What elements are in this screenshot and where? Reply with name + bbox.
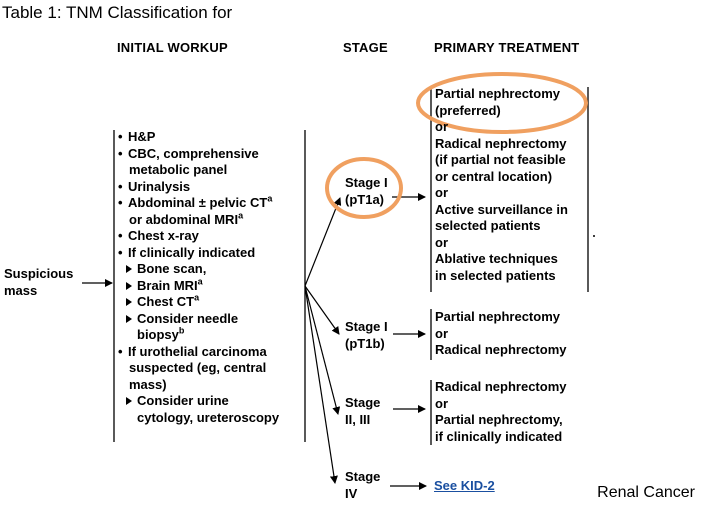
- header-initial-workup: INITIAL WORKUP: [117, 40, 228, 55]
- partial-nephrectomy-highlight: [416, 72, 588, 134]
- treatment-1a-line: selected patients: [435, 218, 541, 233]
- footer-renal-cancer: Renal Cancer: [597, 484, 695, 501]
- stage-1b-line1: Stage I: [345, 319, 388, 334]
- see-kid-2-link[interactable]: See KID-2: [434, 478, 495, 493]
- stage-1b-label: Stage I (pT1b): [345, 319, 388, 352]
- workup-subitem-urine-cytology: Consider urine: [118, 393, 279, 410]
- triangle-bullet-icon: [126, 265, 132, 274]
- treatment-stage-1a: Partial nephrectomy (preferred) or Radic…: [435, 86, 568, 284]
- stage-2-3-label: Stage II, III: [345, 395, 380, 428]
- treatment-1a-line: or: [435, 119, 448, 134]
- stage-1a-highlight: [325, 157, 403, 219]
- triangle-bullet-icon: [126, 314, 132, 323]
- treatment-2-3-line: if clinically indicated: [435, 428, 563, 444]
- page-title: Table 1: TNM Classification for: [2, 3, 233, 22]
- workup-subitem-needle-biopsy-cont: biopsyb: [137, 325, 185, 342]
- workup-subitem-needle-biopsy: Consider needle: [118, 311, 279, 328]
- workup-item-cbc-cont: metabolic panel: [129, 162, 228, 177]
- stage-1a-line2: (pT1a): [345, 191, 384, 207]
- treatment-1a-line: or central location): [435, 168, 553, 184]
- treatment-1b-line: Partial nephrectomy: [435, 309, 560, 324]
- stage-4-line1: Stage: [345, 469, 381, 484]
- workup-subitem-urine-cytology-cont: cytology, ureteroscopy: [137, 409, 280, 425]
- stage-2-3-line1: Stage: [345, 395, 381, 410]
- treatment-1a-line: (preferred): [435, 102, 501, 118]
- stage-1a-line1: Stage I: [345, 175, 388, 190]
- treatment-1a-line: Partial nephrectomy: [435, 86, 560, 101]
- triangle-bullet-icon: [126, 281, 132, 290]
- treatment-1a-line: or: [435, 234, 448, 250]
- header-stage: STAGE: [343, 40, 388, 55]
- treatment-stage-1b: Partial nephrectomy or Radical nephrecto…: [435, 309, 567, 359]
- treatment-1a-line: or: [435, 185, 448, 200]
- arrow-to-stage-1b: [304, 285, 340, 335]
- initial-workup-list: •H&P •CBC, comprehensive metabolic panel…: [118, 129, 279, 426]
- workup-subitem-brain-mri: Brain MRIa: [118, 277, 279, 295]
- arrow-to-stage-1a: [304, 197, 342, 287]
- workup-item-cbc: •CBC, comprehensive: [118, 145, 259, 161]
- arrow-to-stage-4: [304, 285, 338, 484]
- treatment-2-3-line: Partial nephrectomy,: [435, 412, 563, 427]
- treatment-2-3-line: Radical nephrectomy: [435, 379, 567, 394]
- arrow-to-stage-2-3: [304, 285, 341, 415]
- treatment-1a-line: Radical nephrectomy: [435, 135, 567, 151]
- triangle-bullet-icon: [126, 397, 132, 406]
- stage-1a-label: Stage I (pT1a): [345, 175, 388, 208]
- workup-item-urothelial: •If urothelial carcinoma: [118, 343, 267, 359]
- workup-item-chest-xray: •Chest x-ray: [118, 228, 199, 243]
- workup-item-if-clinically: •If clinically indicated: [118, 244, 256, 260]
- workup-subitem-chest-ct: Chest CTa: [118, 293, 279, 311]
- stray-dot: [593, 235, 595, 237]
- workup-item-abdominal-mri: or abdominal MRIa: [129, 210, 244, 227]
- treatment-1a-line: in selected patients: [435, 267, 556, 283]
- treatment-2-3-line: or: [435, 395, 448, 411]
- stage-4-label: Stage IV: [345, 469, 380, 502]
- header-primary-treatment: PRIMARY TREATMENT: [434, 40, 580, 55]
- stage-4-line2: IV: [345, 485, 358, 501]
- suspicious-mass-line2: mass: [4, 282, 38, 298]
- workup-item-hp: •H&P: [118, 129, 156, 144]
- workup-item-urinalysis: •Urinalysis: [118, 178, 191, 194]
- stage-2-3-line2: II, III: [345, 411, 371, 427]
- suspicious-mass-line1: Suspicious: [4, 266, 74, 281]
- treatment-1a-line: (if partial not feasible: [435, 152, 566, 167]
- workup-subitem-bone-scan: Bone scan,: [118, 261, 279, 278]
- workup-item-urothelial-cont1: suspected (eg, central: [129, 360, 267, 375]
- workup-item-urothelial-cont2: mass): [129, 376, 167, 392]
- stage-1b-line2: (pT1b): [345, 335, 385, 351]
- treatment-1b-line: Radical nephrectomy: [435, 342, 567, 357]
- treatment-1a-line: Active surveillance in: [435, 201, 568, 217]
- triangle-bullet-icon: [126, 298, 132, 307]
- treatment-stage-2-3: Radical nephrectomy or Partial nephrecto…: [435, 379, 567, 445]
- treatment-1b-line: or: [435, 325, 448, 341]
- treatment-1a-line: Ablative techniques: [435, 251, 558, 266]
- workup-item-abdominal-ct: •Abdominal ± pelvic CTa: [118, 193, 273, 210]
- suspicious-mass-label: Suspicious mass: [4, 266, 73, 299]
